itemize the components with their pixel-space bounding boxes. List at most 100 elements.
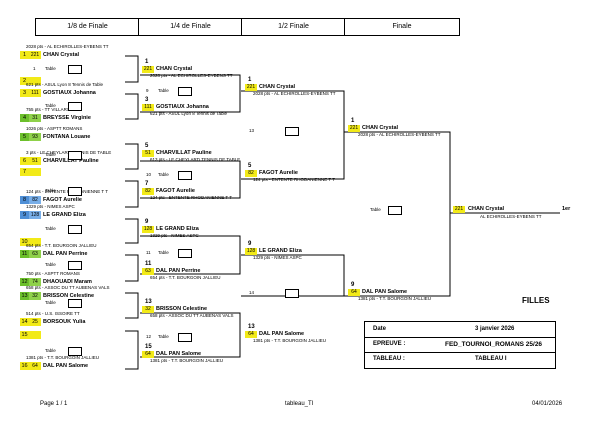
qf-player-name[interactable]: CHARVILLAT Pauline xyxy=(156,150,212,156)
r16-table-box[interactable] xyxy=(68,151,82,160)
seed-number: 12 xyxy=(20,278,29,286)
seed-row: 15 xyxy=(20,331,125,339)
seed-player-name[interactable]: BRISSON Celestine xyxy=(43,293,95,299)
sf-table-number: 14 xyxy=(249,290,255,295)
seed-row: 10 xyxy=(20,238,125,246)
date-value: 3 janvier 2026 xyxy=(475,326,515,332)
qf-player-name[interactable]: DAL PAN Salome xyxy=(156,351,202,357)
seed-player-name[interactable]: DHAOUADI Maram xyxy=(43,279,92,285)
qf-table-number: 11 xyxy=(146,250,151,255)
sf-player-name[interactable]: DAL PAN Salome xyxy=(259,331,305,337)
r16-table-box[interactable] xyxy=(68,102,82,111)
seed-points: 128 xyxy=(29,211,41,219)
sf-match-number: 9 xyxy=(248,241,252,247)
final-match-number: 9 xyxy=(351,282,355,288)
r16-table-label: Table xyxy=(45,66,56,71)
qf-player-points: 64 xyxy=(142,351,154,358)
qf-table-box[interactable] xyxy=(178,333,192,342)
qf-table-label: Table xyxy=(158,250,169,255)
qf-player-club: 654 pts - T.T. BOURGOIN JALLIEU xyxy=(150,275,221,280)
seed-number: 7 xyxy=(20,168,29,176)
r16-table-number: 1 xyxy=(33,66,36,71)
seed-number: 9 xyxy=(20,211,29,219)
seed-club: 1329 pts - NIMES ASPC xyxy=(26,204,75,209)
seed-player-name[interactable]: CHAN Crystal xyxy=(43,52,80,58)
final-table-box[interactable] xyxy=(388,206,402,215)
qf-match-number: 3 xyxy=(145,97,149,103)
seed-number: 4 xyxy=(20,114,29,122)
qf-player-name[interactable]: CHAN Crystal xyxy=(156,66,193,72)
seed-player-name[interactable]: FAGOT Aurelie xyxy=(43,197,82,203)
r16-table-label: Table xyxy=(45,348,56,353)
sf-player-name[interactable]: LE GRAND Eliza xyxy=(259,248,302,254)
final-player-club: 2028 pts - AL ECHIROLLES-EYBENS TT xyxy=(358,132,441,137)
seed-player-name[interactable]: BREYSSE Virginie xyxy=(43,115,91,121)
seed-points: 221 xyxy=(29,51,41,59)
footer-page: Page 1 / 1 xyxy=(40,401,68,407)
seed-player-name[interactable]: BORSOUK Yulia xyxy=(43,319,86,325)
sf-player-name[interactable]: CHAN Crystal xyxy=(259,84,296,90)
qf-table-number: 10 xyxy=(146,172,152,177)
tableau-value: TABLEAU I xyxy=(475,356,507,362)
seed-player-name[interactable]: GOSTIAUX Johanna xyxy=(43,90,96,96)
seed-player-name[interactable]: CHARVILLAT Pauline xyxy=(43,158,99,164)
info-epreuve-row: EPREUVE : FED_TOURNOI_ROMANS 25/26 xyxy=(365,337,555,353)
seed-points: 93 xyxy=(29,133,41,141)
qf-match-number: 11 xyxy=(145,261,152,267)
qf-player-name[interactable]: BRISSON Celestine xyxy=(156,306,208,312)
qf-table-label: Table xyxy=(158,172,169,177)
seed-club: 658 pts - ASSOC DU TT AUBENAS VALS xyxy=(26,285,110,290)
sf-table-box[interactable] xyxy=(285,289,299,298)
qf-table-label: Table xyxy=(158,88,169,93)
sf-table-box[interactable] xyxy=(285,127,299,136)
final-player-points: 221 xyxy=(348,125,360,132)
seed-club: 1026 pts - ASPTT ROMANS xyxy=(26,126,83,131)
qf-player-name[interactable]: GOSTIAUX Johanna xyxy=(156,104,209,110)
final-player-name[interactable]: CHAN Crystal xyxy=(362,125,399,131)
qf-player-name[interactable]: DAL PAN Perrine xyxy=(156,268,201,274)
header-final: Finale xyxy=(344,18,460,36)
seed-points xyxy=(29,331,41,339)
qf-player-club: 613 pts - LE CHEYLARD TENNIS DE TABLE xyxy=(150,157,241,162)
final-player-name[interactable]: DAL PAN Salome xyxy=(362,289,408,295)
qf-player-name[interactable]: FAGOT Aurelie xyxy=(156,188,195,194)
r16-table-box[interactable] xyxy=(68,261,82,270)
r16-table-box[interactable] xyxy=(68,225,82,234)
sf-player-points: 82 xyxy=(245,170,257,177)
qf-player-name[interactable]: LE GRAND Eliza xyxy=(156,226,199,232)
r16-table-box[interactable] xyxy=(68,65,82,74)
seed-club: 514 pts - U.S. ISSOIRE TT xyxy=(26,311,80,316)
seed-player-name[interactable]: LE GRAND Eliza xyxy=(43,212,86,218)
qf-player-points: 128 xyxy=(142,226,154,233)
r16-table-label: Table xyxy=(45,188,56,193)
seed-number: 14 xyxy=(20,318,29,326)
seed-player-name[interactable]: FONTANA Louane xyxy=(43,134,91,140)
final-player-points: 64 xyxy=(348,289,360,296)
r16-table-box[interactable] xyxy=(68,187,82,196)
seed-player-name[interactable]: DAL PAN Perrine xyxy=(43,251,88,257)
qf-player-club: 1381 pts - T.T. BOURGOIN JALLIEU xyxy=(150,358,223,363)
r16-table-box[interactable] xyxy=(68,299,82,308)
seed-number: 10 xyxy=(20,238,29,246)
sf-player-name[interactable]: FAGOT Aurelie xyxy=(259,170,298,176)
seed-number: 8 xyxy=(20,196,29,204)
header-r16: 1/8 de Finale xyxy=(35,18,139,36)
r16-table-box[interactable] xyxy=(68,347,82,356)
seed-points xyxy=(29,168,41,176)
r16-table-label: Table xyxy=(45,226,56,231)
qf-player-points: 221 xyxy=(142,66,154,73)
final-player-club: 1381 pts - T.T. BOURGOIN JALLIEU xyxy=(358,296,431,301)
seed-points xyxy=(29,238,41,246)
r16-table-label: Table xyxy=(45,103,56,108)
qf-table-box[interactable] xyxy=(178,171,192,180)
info-date-row: Date 3 janvier 2026 xyxy=(365,322,555,338)
seed-player-name[interactable]: DAL PAN Salome xyxy=(43,363,89,369)
qf-table-box[interactable] xyxy=(178,249,192,258)
qf-table-box[interactable] xyxy=(178,87,192,96)
